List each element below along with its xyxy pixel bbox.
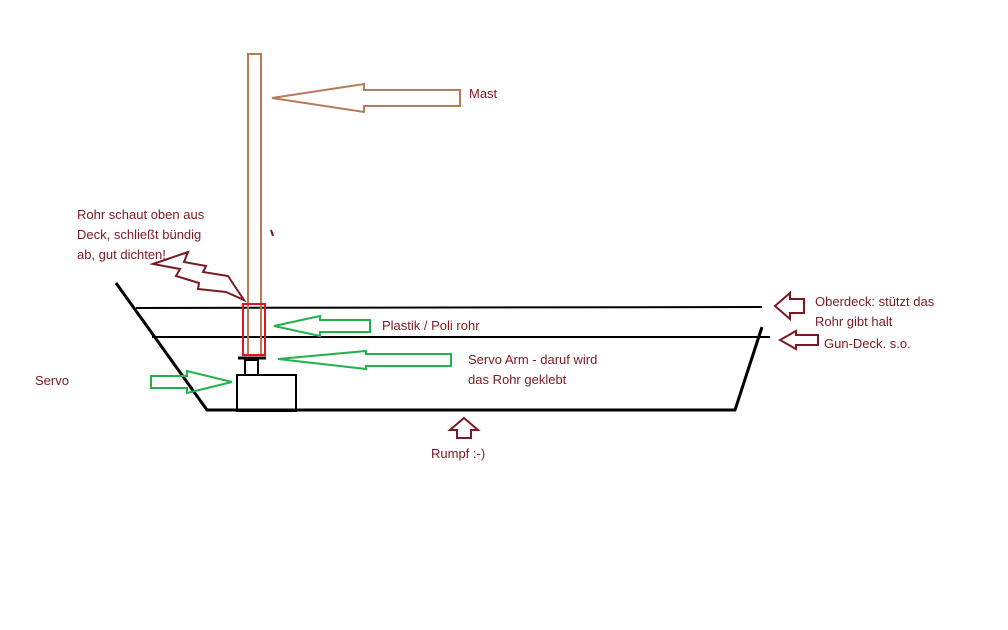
hull	[114, 282, 764, 412]
label-rohr-note: Rohr schaut oben aus Deck, schließt bünd…	[77, 207, 205, 262]
oberdeck-line	[135, 306, 763, 309]
servo-body	[236, 356, 297, 412]
servo-arm-arrow	[277, 349, 452, 371]
label-rumpf: Rumpf :-)	[431, 446, 486, 461]
oberdeck-arrow	[773, 290, 805, 322]
lightning-arrow	[149, 250, 247, 303]
rumpf-arrow	[447, 416, 481, 439]
plastik-arrow	[273, 314, 371, 338]
label-plastik-rohr: Plastik / Poli rohr	[382, 318, 480, 333]
label-servo: Servo	[35, 373, 69, 388]
mast-arrow	[271, 82, 461, 114]
stray-mark	[270, 229, 274, 237]
label-servo-arm: Servo Arm - daruf wird das Rohr geklebt	[468, 352, 598, 387]
servo-arrow	[150, 369, 233, 395]
label-oberdeck: Oberdeck: stützt das Rohr gibt halt	[815, 294, 935, 329]
label-mast: Mast	[469, 86, 498, 101]
mast	[247, 53, 262, 357]
label-gun-deck: Gun-Deck. s.o.	[824, 336, 911, 351]
plastic-tube	[242, 303, 266, 356]
gun-deck-arrow	[777, 329, 819, 351]
